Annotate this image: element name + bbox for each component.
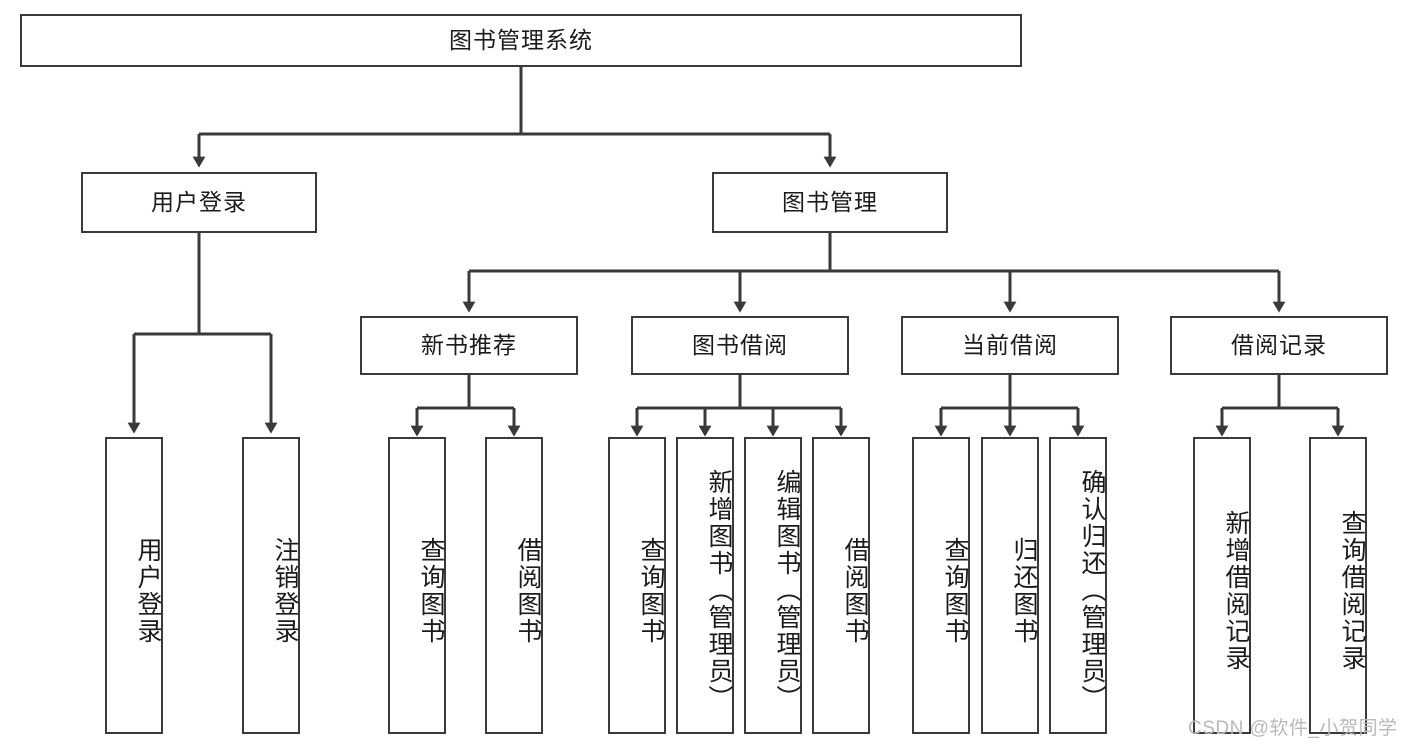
node-leaf-query-record-label: 查询借阅记录 [1338,509,1366,672]
node-leaf-user-login[interactable]: 用户登录 [105,437,163,734]
node-new-book-recommend[interactable]: 新书推荐 [360,316,578,375]
node-leaf-borrow-book-2[interactable]: 借阅图书 [812,437,870,734]
node-book-borrow-label: 图书借阅 [692,331,788,358]
node-root[interactable]: 图书管理系统 [20,14,1022,67]
node-leaf-query-record[interactable]: 查询借阅记录 [1309,437,1367,734]
node-current-borrow[interactable]: 当前借阅 [901,316,1119,375]
node-leaf-user-login-label: 用户登录 [134,536,162,645]
node-leaf-query-book-2[interactable]: 查询图书 [608,437,666,734]
node-leaf-logout-login-label: 注销登录 [271,536,299,645]
node-leaf-borrow-book-1[interactable]: 借阅图书 [485,437,543,734]
node-current-borrow-label: 当前借阅 [962,331,1058,358]
node-leaf-query-book-3[interactable]: 查询图书 [912,437,970,734]
node-leaf-edit-book-label: 编辑图书（管理员） [773,469,801,712]
node-book-management[interactable]: 图书管理 [712,172,948,233]
node-leaf-return-book[interactable]: 归还图书 [981,437,1039,734]
node-book-borrow[interactable]: 图书借阅 [631,316,849,375]
node-leaf-borrow-book-1-label: 借阅图书 [514,536,542,645]
node-root-label: 图书管理系统 [449,26,593,53]
node-leaf-add-book-label: 新增图书（管理员） [705,469,733,712]
node-leaf-confirm-return[interactable]: 确认归还（管理员） [1049,437,1107,734]
node-leaf-add-book[interactable]: 新增图书（管理员） [676,437,734,734]
node-user-login-label: 用户登录 [151,188,247,215]
node-leaf-logout-login[interactable]: 注销登录 [242,437,300,734]
node-leaf-add-record[interactable]: 新增借阅记录 [1193,437,1251,734]
node-borrow-record[interactable]: 借阅记录 [1170,316,1388,375]
node-leaf-query-book-2-label: 查询图书 [637,536,665,645]
node-leaf-add-record-label: 新增借阅记录 [1222,509,1250,672]
node-leaf-query-book-1-label: 查询图书 [417,536,445,645]
node-leaf-query-book-3-label: 查询图书 [941,536,969,645]
node-leaf-borrow-book-2-label: 借阅图书 [841,536,869,645]
node-leaf-edit-book[interactable]: 编辑图书（管理员） [744,437,802,734]
node-leaf-confirm-return-label: 确认归还（管理员） [1078,469,1106,712]
node-book-management-label: 图书管理 [782,188,878,215]
node-borrow-record-label: 借阅记录 [1231,331,1327,358]
node-user-login[interactable]: 用户登录 [81,172,317,233]
node-leaf-return-book-label: 归还图书 [1010,536,1038,645]
node-new-book-recommend-label: 新书推荐 [421,331,517,358]
node-leaf-query-book-1[interactable]: 查询图书 [388,437,446,734]
